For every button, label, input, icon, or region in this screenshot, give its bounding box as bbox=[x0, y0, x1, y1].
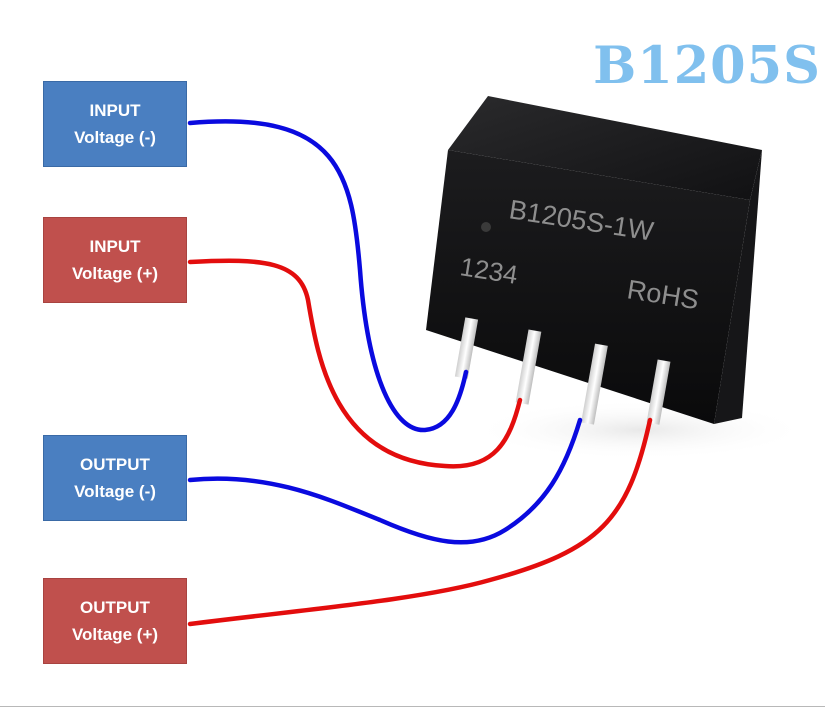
output-positive-label-line2: Voltage (+) bbox=[71, 625, 159, 644]
pin-3 bbox=[581, 343, 608, 425]
input-positive-label-line1: INPUT bbox=[89, 237, 141, 256]
input-positive-label: INPUT Voltage (+) bbox=[43, 217, 187, 303]
wire-input-positive bbox=[187, 258, 523, 469]
input-negative-label: INPUT Voltage (-) bbox=[43, 81, 187, 167]
chip-side-face bbox=[714, 150, 762, 424]
output-positive-label-line1: OUTPUT bbox=[80, 598, 150, 617]
input-negative-label-line2: Voltage (-) bbox=[74, 128, 156, 147]
output-negative-label: OUTPUT Voltage (-) bbox=[43, 435, 187, 521]
pin-4 bbox=[646, 359, 671, 425]
pin-1 bbox=[454, 317, 479, 379]
bottom-divider bbox=[0, 706, 825, 707]
wire-output-positive bbox=[187, 417, 653, 627]
wire-output-negative bbox=[187, 417, 583, 545]
output-negative-label-line1: OUTPUT bbox=[80, 455, 150, 474]
pin-2 bbox=[515, 329, 542, 405]
input-positive-label-line2: Voltage (+) bbox=[71, 264, 159, 283]
output-negative-label-line2: Voltage (-) bbox=[74, 482, 156, 501]
chip-top-face bbox=[448, 96, 762, 200]
chip-front-face bbox=[426, 150, 750, 424]
wire-input-negative bbox=[187, 119, 469, 433]
model-title: B1205S bbox=[593, 36, 821, 96]
pin1-dot bbox=[481, 222, 491, 232]
output-positive-label: OUTPUT Voltage (+) bbox=[43, 578, 187, 664]
input-negative-label-line1: INPUT bbox=[89, 101, 141, 120]
